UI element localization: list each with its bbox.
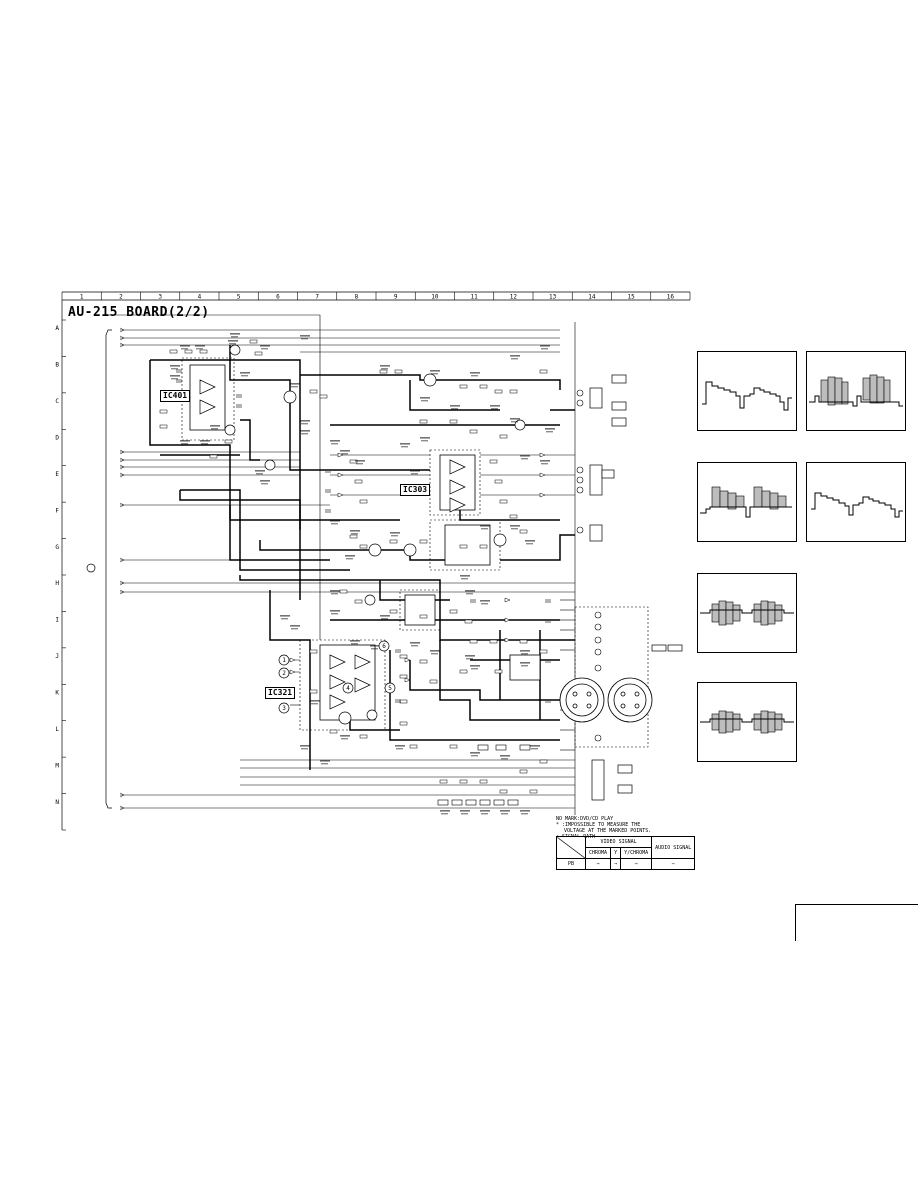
- ic303-label: IC303: [400, 484, 431, 496]
- column-label: 8: [355, 294, 359, 301]
- column-label: 6: [276, 294, 280, 301]
- column-label: 11: [471, 294, 479, 301]
- arrow-icon: ⇒: [634, 861, 638, 867]
- row-label: J: [55, 653, 59, 660]
- board-title: AU-215 BOARD(2/2): [68, 305, 210, 320]
- outer-frame: [108, 314, 321, 640]
- legend-y-arrow: ⇒: [610, 858, 622, 870]
- row-label: C: [55, 398, 59, 405]
- rca-jacks: [576, 389, 602, 742]
- callout-3: [278, 702, 290, 714]
- row-label: K: [55, 690, 59, 697]
- callout-3-label: 3: [282, 705, 286, 712]
- connectors: [589, 374, 683, 801]
- callout-6: [378, 640, 390, 652]
- callout-2-label: 2: [282, 670, 286, 677]
- left-bracket: [105, 329, 112, 809]
- column-label: 15: [628, 294, 636, 301]
- column-label: 12: [510, 294, 518, 301]
- waveform-6-trace: [700, 710, 794, 734]
- legend-audio-header: AUDIO SIGNAL: [651, 836, 696, 859]
- waveform-6: [697, 682, 797, 762]
- waveform-4: [806, 462, 906, 542]
- component-marks: [119, 327, 551, 811]
- waveform-2: [806, 351, 906, 431]
- waveform-3: [697, 462, 797, 542]
- ic321-label: IC321: [265, 687, 296, 699]
- signal-path-legend: VIDEO SIGNAL AUDIO SIGNAL CHROMA Y Y/CHR…: [556, 836, 696, 870]
- column-label: 16: [667, 294, 675, 301]
- note-line-3: VOLTAGE AT THE MARKED POINTS.: [564, 828, 652, 834]
- waveform-5-trace: [700, 600, 794, 626]
- row-label: I: [55, 617, 59, 624]
- arrow-icon: ⇒: [614, 861, 618, 867]
- amplifiers: [199, 379, 466, 710]
- callout-numbers: 1 2 3 4 5 6: [282, 643, 392, 712]
- waveform-1-trace: [702, 381, 792, 411]
- legend-corner: [556, 836, 586, 859]
- row-label: M: [55, 762, 59, 769]
- row-label: H: [55, 580, 59, 587]
- row-label: A: [55, 325, 59, 332]
- column-label: 7: [315, 294, 319, 301]
- callout-circles: [86, 563, 396, 714]
- legend-col-ychroma: Y/CHROMA: [620, 847, 653, 859]
- callout-5: [384, 682, 396, 694]
- row-label: F: [55, 507, 59, 514]
- waveform-5: [697, 573, 797, 653]
- transistors: [224, 344, 526, 725]
- legend-video-header: VIDEO SIGNAL: [584, 836, 653, 848]
- legend-chroma-arrow: ⇒: [584, 858, 612, 870]
- column-label: 5: [237, 294, 241, 301]
- row-label: G: [55, 544, 59, 551]
- arrow-icon: ⇒: [596, 861, 600, 867]
- row-label: N: [55, 799, 59, 806]
- ic401-label: IC401: [160, 390, 191, 402]
- page-corner-box: [795, 904, 918, 941]
- board-ref-circle: [86, 563, 96, 573]
- column-label: 4: [198, 294, 202, 301]
- resistor-bank: [437, 744, 531, 806]
- row-label: D: [55, 435, 59, 442]
- column-label: 3: [158, 294, 162, 301]
- column-label: 14: [588, 294, 596, 301]
- legend-row-pb: PB: [556, 858, 586, 870]
- legend-col-chroma: CHROMA: [584, 847, 612, 859]
- waveform-4-trace: [811, 492, 903, 518]
- row-ruler: A B C D E F G H I J K L M N: [55, 300, 66, 831]
- column-label: 2: [119, 294, 123, 301]
- svideo-connectors: [559, 677, 653, 723]
- callout-6-label: 6: [382, 643, 386, 650]
- row-label: L: [55, 726, 59, 733]
- component-labels: [170, 333, 555, 815]
- column-label: 13: [549, 294, 557, 301]
- waveform-3-trace: [700, 486, 792, 518]
- legend-col-y: Y: [610, 847, 622, 859]
- note-line-2: * :IMPOSSIBLE TO MEASURE THE: [556, 822, 641, 828]
- waveform-2-trace: [809, 374, 903, 407]
- legend-ychroma-arrow: ⇒: [620, 858, 653, 870]
- legend-audio-arrow: ⇨: [651, 858, 696, 870]
- column-label: 1: [80, 294, 84, 301]
- callout-5-label: 5: [388, 685, 392, 692]
- callout-1: [278, 654, 290, 666]
- callout-4: [342, 682, 354, 694]
- waveform-1: [697, 351, 797, 431]
- column-label: 9: [394, 294, 398, 301]
- row-label: B: [55, 362, 59, 369]
- callout-1-label: 1: [282, 657, 286, 664]
- callout-2: [278, 667, 290, 679]
- callout-4-label: 4: [346, 685, 350, 692]
- ic-packages: [189, 364, 541, 721]
- arrow-icon: ⇨: [671, 861, 675, 867]
- row-label: E: [55, 471, 59, 478]
- column-label: 10: [431, 294, 439, 301]
- note-line-1: NO MARK:DVD/CD PLAY: [556, 816, 614, 822]
